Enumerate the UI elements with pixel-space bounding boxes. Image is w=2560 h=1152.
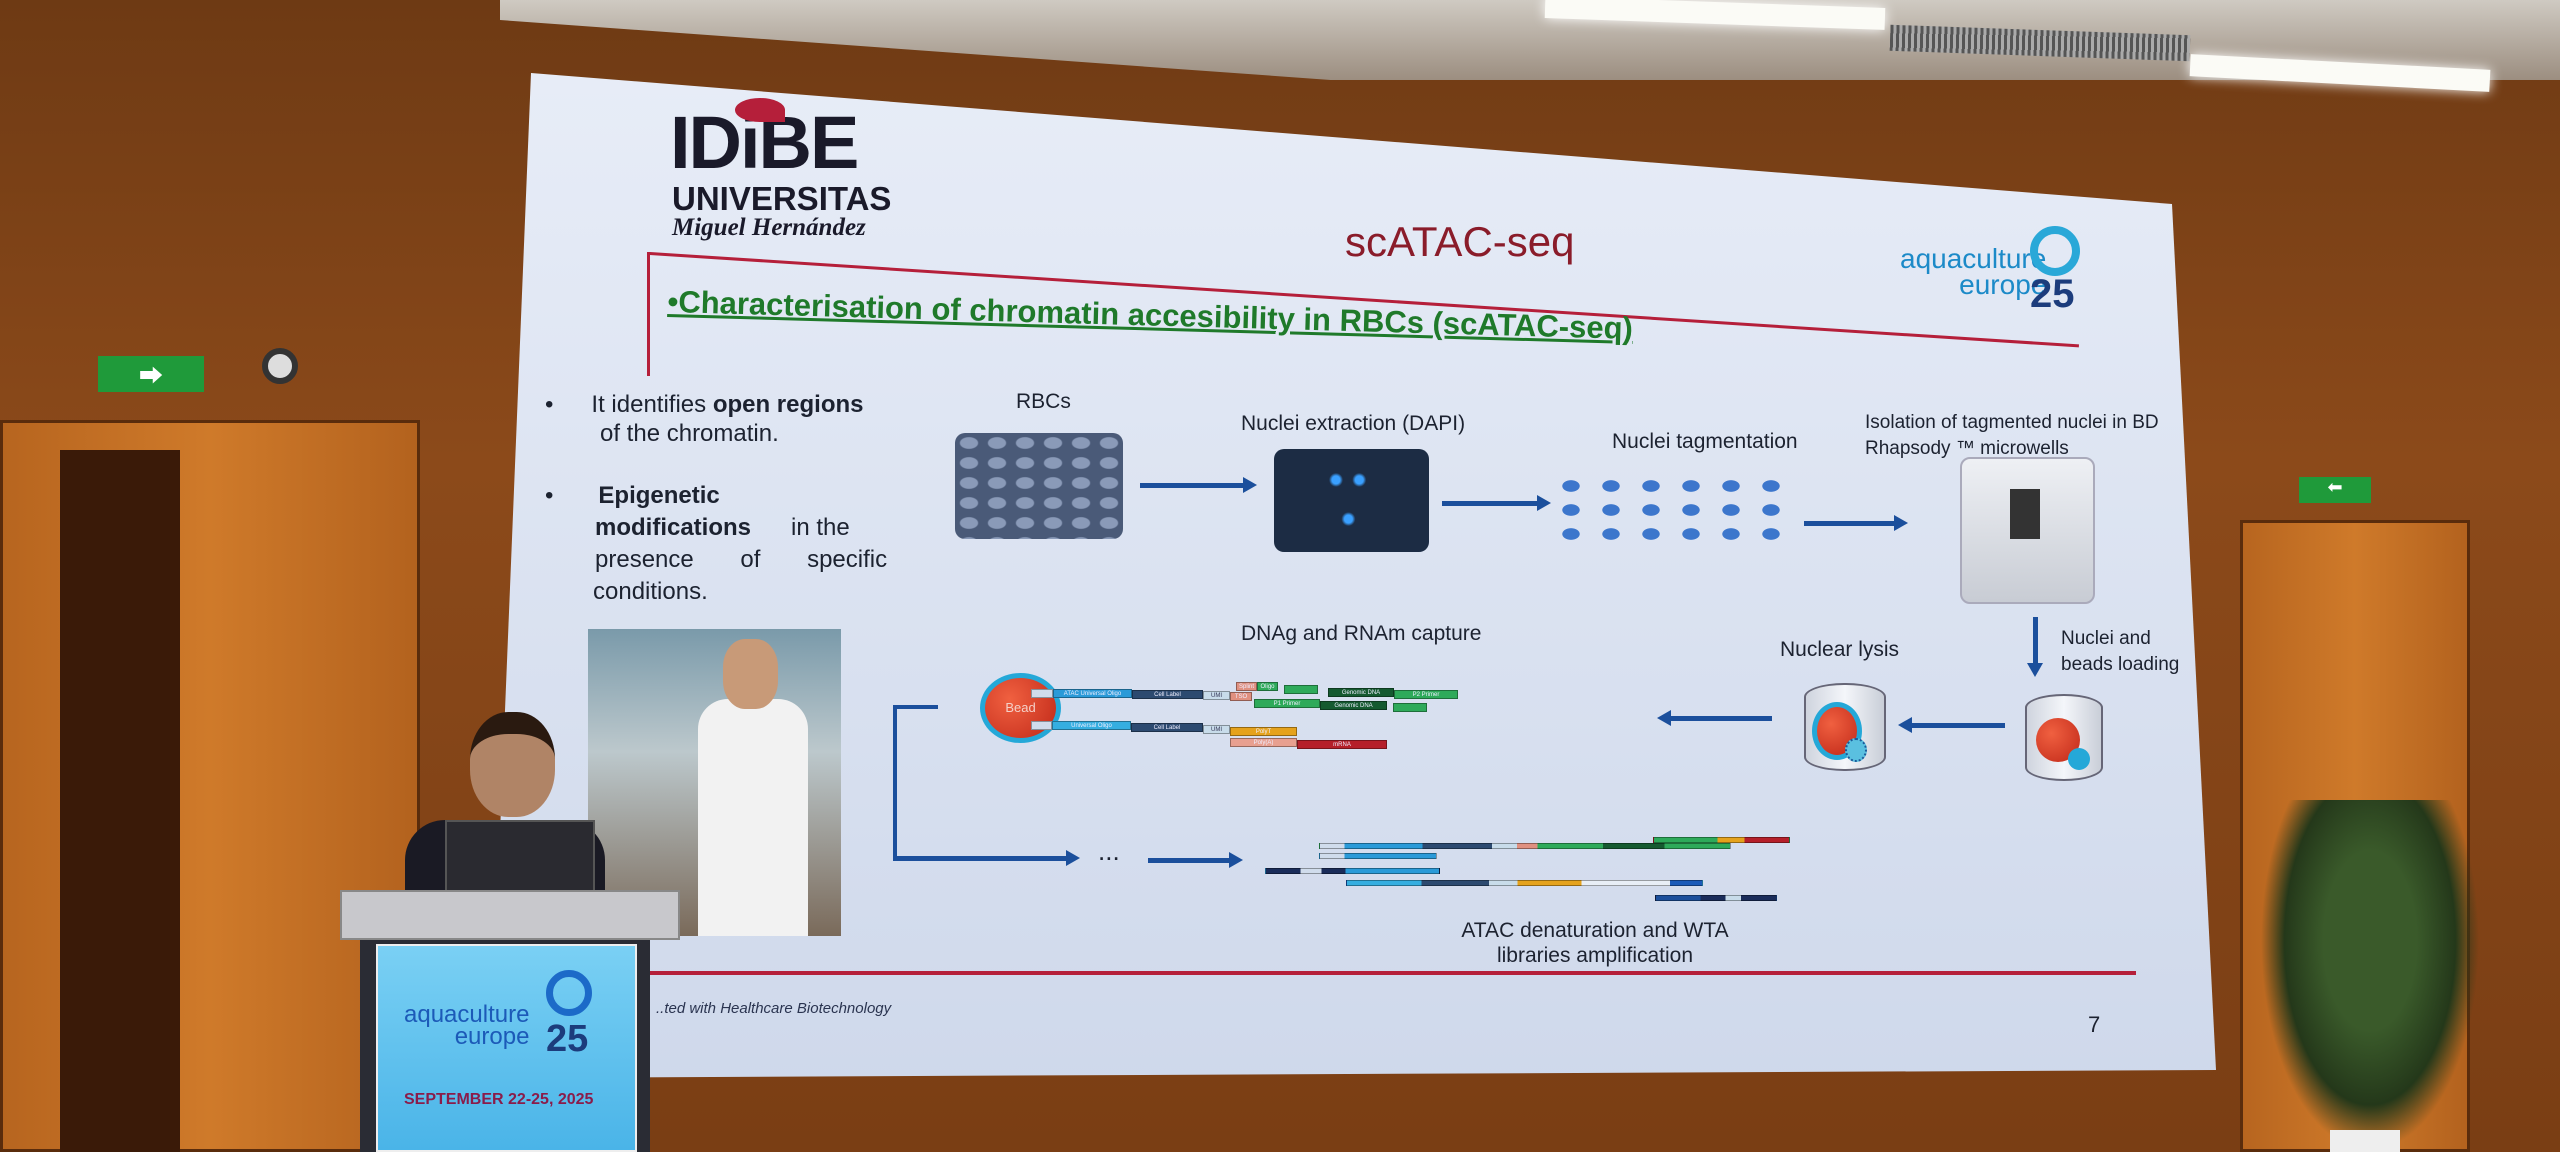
bar-polyt: PolyT <box>1230 727 1297 736</box>
bar-universal-oligo: Universal Oligo <box>1052 721 1131 730</box>
arrow-right <box>893 850 1080 866</box>
bar-atac-oligo: ATAC Universal Oligo <box>1053 689 1132 698</box>
lab-photo <box>588 629 841 936</box>
footer-text: ..ted with Healthcare Biotechnology <box>656 1000 892 1017</box>
label-nuclei-extraction: Nuclei extraction (DAPI) <box>1241 412 1466 435</box>
footer-line <box>650 971 2136 975</box>
bar-tso: TSO <box>1230 692 1252 701</box>
bead-icon <box>1845 738 1867 762</box>
amplicon-bar <box>1319 843 1731 849</box>
idibe-logo-mark <box>735 98 785 122</box>
frame-left-line <box>647 252 650 376</box>
ellipsis: ... <box>1098 836 1120 866</box>
label-capture: DNAg and RNAm capture <box>1241 622 1482 645</box>
door-frame <box>60 450 180 1152</box>
label-nuclear-lysis: Nuclear lysis <box>1780 638 1900 661</box>
arrow-left <box>1898 717 2005 733</box>
dapi-image <box>1274 449 1429 552</box>
podium-dates: SEPTEMBER 22-25, 2025 <box>404 1091 594 1108</box>
bead-icon <box>2068 748 2090 770</box>
plant <box>2260 800 2480 1152</box>
amplicon-bar <box>1655 895 1777 901</box>
rbc-image <box>955 433 1123 539</box>
bracket-line <box>893 705 938 709</box>
amplicon-bar <box>1265 868 1440 874</box>
podium-top <box>340 890 680 940</box>
bar-segment <box>1031 721 1052 730</box>
bracket-line <box>893 705 897 860</box>
arrow-right <box>1140 477 1257 493</box>
amplicon-bar <box>1346 880 1703 886</box>
arrow-right <box>1442 495 1551 511</box>
laptop <box>445 820 595 895</box>
bar-p2-primer: P2 Primer <box>1394 690 1458 699</box>
security-camera <box>262 348 298 384</box>
bar-cell-label: Cell Label <box>1131 723 1203 732</box>
researcher-head <box>723 639 778 709</box>
label-nuclei-tagmentation: Nuclei tagmentation <box>1612 430 1798 453</box>
bar-mrna: mRNA <box>1297 740 1387 749</box>
arrow-right <box>1148 852 1243 868</box>
slide-heading: •Characterisation of chromatin accesibil… <box>667 284 1634 346</box>
podium-logo-number: 25 <box>546 1018 589 1060</box>
plant-pot <box>2330 1130 2400 1152</box>
bar-umi: UMI <box>1203 725 1230 734</box>
bar-segment <box>1393 703 1427 712</box>
aquaculture-logo-mark <box>2030 226 2080 276</box>
amplicon-bar <box>1319 853 1437 859</box>
tagmentation-image <box>1551 474 1796 547</box>
idibe-universitas: UNIVERSITAS <box>672 180 892 217</box>
bar-segment <box>1284 685 1318 694</box>
lab-coat <box>698 699 808 936</box>
bd-rhapsody-machine-image <box>1960 457 2095 604</box>
bar-splint: Splint <box>1236 682 1257 691</box>
bar-oligo: Oligo <box>1257 682 1278 691</box>
arrow-left <box>1657 710 1772 726</box>
bar-genomic-dna: Genomic DNA <box>1320 701 1387 710</box>
bar-p1-primer: P1 Primer <box>1254 699 1320 708</box>
bead-circle: Bead <box>980 673 1061 743</box>
bar-genomic-dna: Genomic DNA <box>1328 688 1394 697</box>
podium-logo-mark <box>546 970 592 1016</box>
bar-umi: UMI <box>1203 691 1230 700</box>
exit-sign-left: ⮕ <box>98 356 204 392</box>
label-rbcs: RBCs <box>1016 390 1071 413</box>
bar-polya: Poly(A) <box>1230 738 1297 747</box>
aquaculture-logo-number: 25 <box>2030 272 2075 316</box>
speaker-head <box>470 712 555 817</box>
arrow-down <box>2027 617 2043 677</box>
page-number: 7 <box>2088 1012 2101 1037</box>
amplicon-bar <box>1653 837 1790 843</box>
bar-cell-label: Cell Label <box>1132 690 1203 699</box>
arrow-right <box>1804 515 1908 531</box>
slide-title: scATAC-seq <box>1345 218 1575 265</box>
exit-sign-right: ⬅ <box>2299 477 2371 503</box>
bar-segment <box>1031 689 1053 698</box>
idibe-umh: Miguel Hernández <box>672 214 866 241</box>
